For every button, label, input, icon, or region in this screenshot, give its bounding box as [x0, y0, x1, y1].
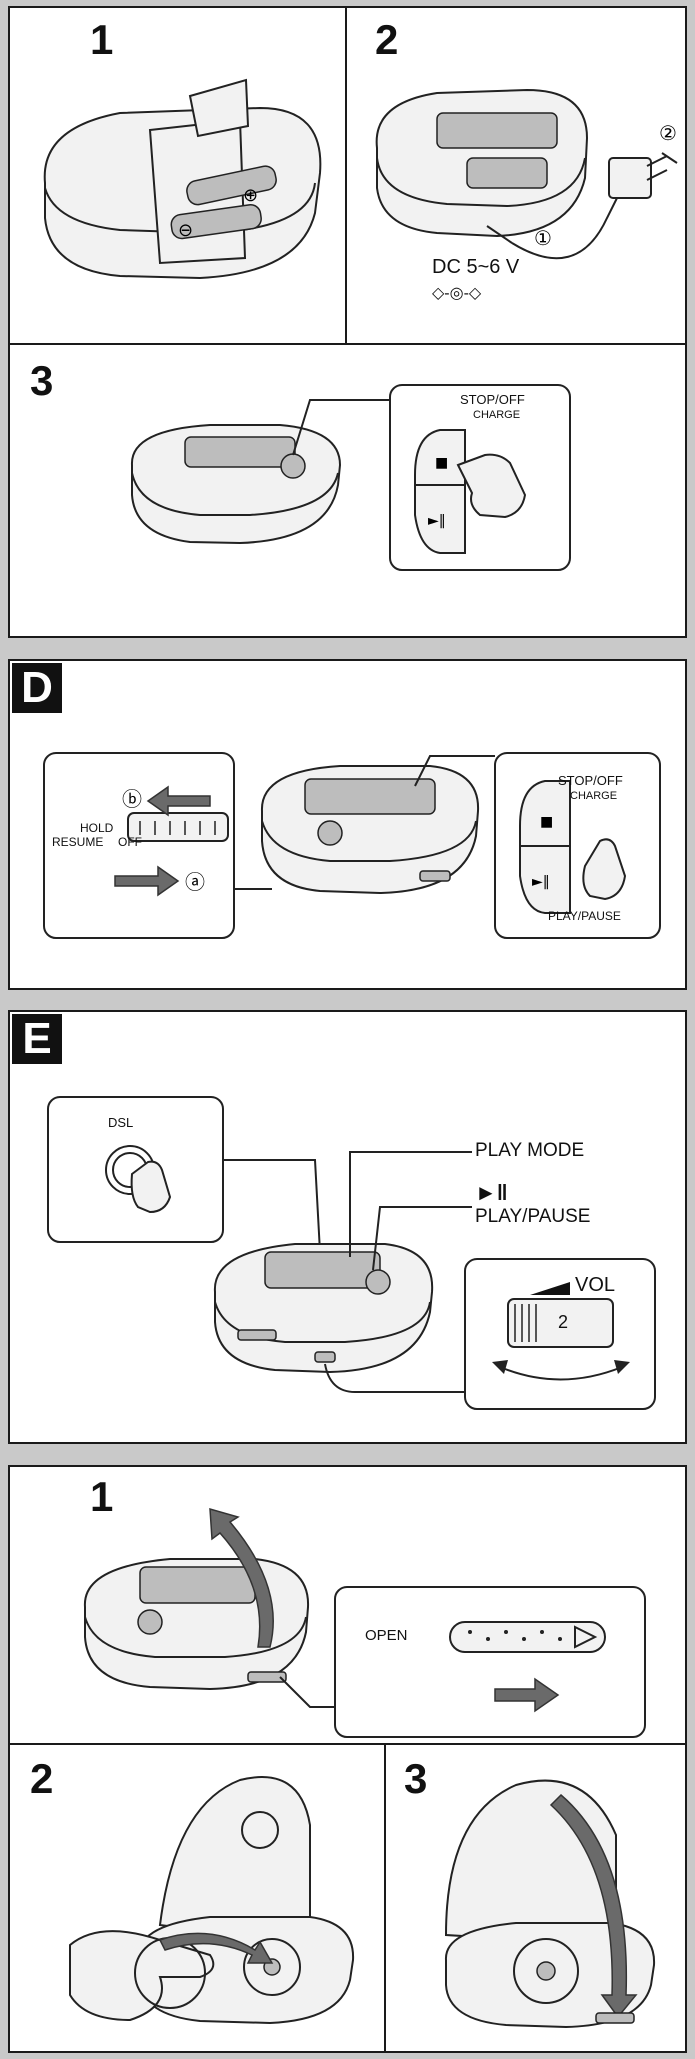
step-c3-cell: 3 ■ ►‖ STOP/OFF CHARGE: [10, 345, 685, 636]
cd-player-icon: [83, 1558, 310, 1691]
cd-player-icon: [260, 765, 480, 895]
power-connection-illustration: ① ②: [375, 88, 678, 260]
step-c2-number: 2: [375, 16, 399, 63]
section-c: C 1 ⊕ ⊖ 2: [8, 6, 687, 638]
hold-resume-illustration: ⓑ ⓐ ■ ►‖: [43, 752, 661, 939]
pointing-hand-icon: [69, 1930, 215, 2022]
battery-insertion-illustration: ⊕ ⊖: [43, 78, 322, 280]
step-c2-cell: 2 ① ② DC 5~6 V ◇-◎-◇: [347, 8, 685, 345]
cd-player-icon: [213, 1243, 434, 1374]
charge-illustration: ■ ►‖: [130, 384, 571, 571]
play-symbol: ►‖: [428, 513, 446, 529]
close-lid-illustration: [444, 1779, 656, 2029]
arrow-icon: [146, 785, 211, 817]
step-c1-cell: 1 ⊕ ⊖: [10, 8, 347, 345]
open-label: OPEN: [365, 1627, 408, 1644]
section-e-badge: E: [12, 1014, 62, 1064]
stop-symbol-d: ■: [540, 814, 553, 830]
step-c3-number: 3: [30, 357, 54, 404]
pointing-hand-icon: [582, 838, 627, 901]
power-rating-label: DC 5~6 V: [432, 256, 520, 278]
play-mode-label: PLAY MODE: [475, 1140, 585, 1161]
stop-off-label-d: STOP/OFF: [558, 773, 623, 788]
section-e: E DSL PLAY MOD: [8, 1010, 687, 1444]
arrow-icon: [549, 1793, 638, 2019]
callout-1: ①: [534, 226, 552, 250]
pointing-hand-icon: [130, 1160, 172, 1214]
ac-adapter-icon: [608, 155, 668, 199]
section-d: D ⓑ ⓐ ■ ►‖ H: [8, 659, 687, 990]
play-pause-label-e: PLAY/PAUSE: [475, 1206, 591, 1227]
arrow-icon: [209, 1507, 274, 1648]
play-pause-label-d: PLAY/PAUSE: [548, 909, 621, 923]
off-label: OFF: [118, 835, 142, 849]
cd-player-icon: [375, 88, 589, 238]
step-f1-number: 1: [90, 1473, 114, 1520]
step-c1-number: 1: [90, 16, 114, 63]
svg-text:⊕: ⊕: [243, 185, 258, 206]
charge-label: CHARGE: [473, 409, 521, 421]
hold-label: HOLD: [80, 821, 114, 835]
play-symbol-d: ►‖: [532, 874, 550, 890]
dsl-label: DSL: [108, 1115, 134, 1130]
play-symbol-e: ►‖: [475, 1180, 508, 1205]
stop-symbol: ■: [435, 455, 448, 471]
step-f3-number: 3: [404, 1755, 428, 1802]
insert-disc-illustration: [69, 1776, 355, 2025]
pointing-hand-icon: [456, 453, 527, 519]
section-d-badge: D: [12, 663, 62, 713]
controls-illustration: [47, 1096, 656, 1410]
step-f1-cell: 1 OPEN: [10, 1467, 685, 1745]
resume-label: RESUME: [52, 835, 104, 849]
callout-b: ⓑ: [122, 787, 142, 811]
svg-text:⊖: ⊖: [178, 220, 193, 241]
callout-a: ⓐ: [185, 870, 205, 894]
battery-icon: ⊕ ⊖: [170, 165, 277, 241]
stop-off-label: STOP/OFF: [460, 392, 525, 407]
charge-label-d: CHARGE: [570, 790, 618, 802]
battery-lid: [188, 78, 250, 138]
step-f2-cell: 2: [10, 1745, 386, 2051]
arrow-icon: [158, 1932, 274, 1964]
arrow-icon: [494, 1677, 560, 1713]
vol-value: 2: [558, 1312, 569, 1332]
arrow-icon: [114, 865, 180, 897]
step-f2-number: 2: [30, 1755, 54, 1802]
open-lid-illustration: [83, 1507, 646, 1738]
polarity-icon: ◇-◎-◇: [432, 285, 482, 302]
section-f: F 1 OPEN: [8, 1465, 687, 2053]
callout-2: ②: [659, 121, 677, 145]
arrow-icon: [492, 1360, 630, 1381]
step-f3-cell: 3: [386, 1745, 685, 2051]
vol-label: VOL: [575, 1274, 616, 1296]
